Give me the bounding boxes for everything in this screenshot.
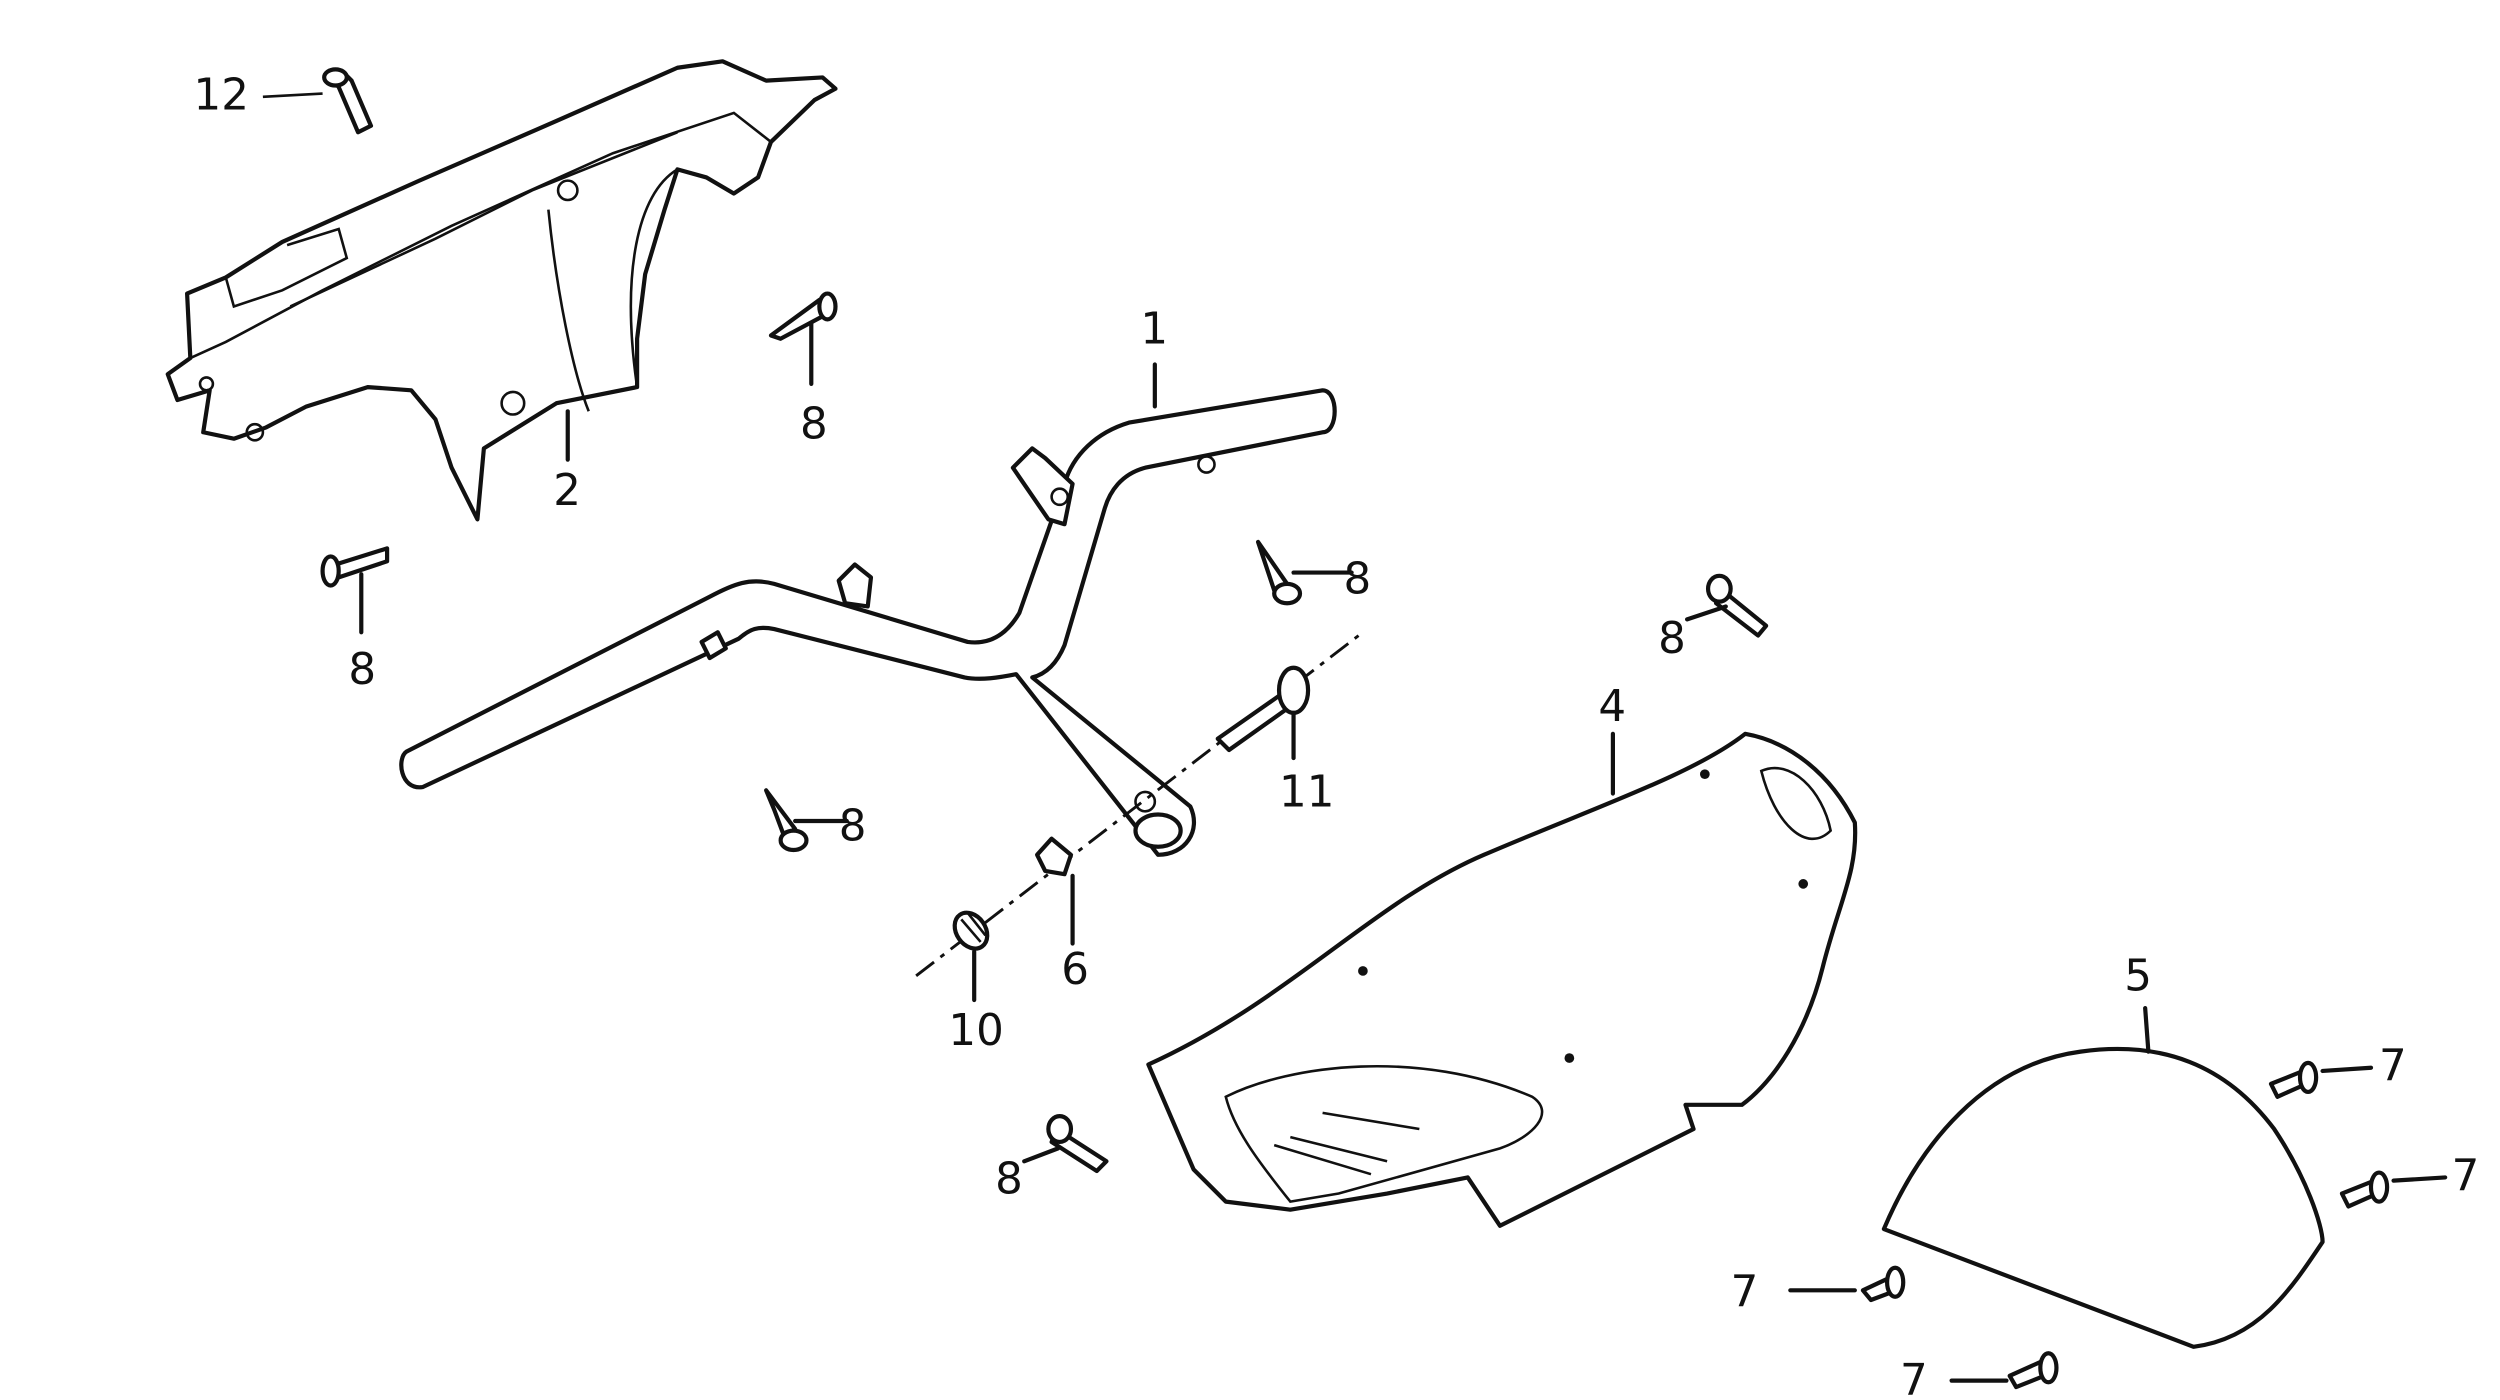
bolt-7: 7 [2339, 1151, 2480, 1209]
screw-8: 8 [768, 291, 838, 450]
callout-8: 8 [839, 801, 867, 851]
bolt-7: 7 [1900, 1351, 2059, 1400]
callout-6: 6 [1061, 945, 1089, 995]
front-handlebar-cover: 2 [165, 59, 838, 522]
bolt-7: 7 [1731, 1265, 1906, 1317]
handlebar: 1 [399, 305, 1337, 857]
callout-7: 7 [2452, 1151, 2480, 1201]
bolt-11: 11 [1215, 665, 1334, 817]
screw-8: 8 [1255, 539, 1372, 606]
callout-8: 8 [1344, 555, 1372, 605]
screw-8: 8 [764, 788, 867, 853]
callout-11: 11 [1279, 767, 1334, 817]
collar-6: 6 [1035, 836, 1089, 995]
callout-12: 12 [194, 71, 249, 121]
callout-8: 8 [348, 645, 376, 695]
callout-1: 1 [1140, 305, 1168, 355]
nut-10: 10 [948, 910, 1004, 1056]
meter-cover: 5 [1881, 951, 2325, 1349]
rear-handlebar-cover: 4 [1146, 682, 1858, 1228]
screw-8: 8 [1658, 573, 1769, 664]
callout-4: 4 [1598, 682, 1626, 732]
callout-7: 7 [2379, 1042, 2407, 1092]
callout-8: 8 [800, 400, 828, 450]
screw-12: 12 [194, 67, 374, 135]
screw-8: 8 [995, 1114, 1109, 1205]
callout-2: 2 [553, 466, 581, 516]
callout-7: 7 [1900, 1356, 1928, 1400]
callout-5: 5 [2124, 951, 2152, 1001]
screw-8: 8 [320, 546, 390, 695]
callout-8: 8 [1658, 614, 1686, 664]
bolt-7: 7 [2268, 1042, 2407, 1099]
callout-8: 8 [995, 1155, 1023, 1205]
callout-10: 10 [948, 1006, 1003, 1056]
callout-7: 7 [1731, 1267, 1759, 1317]
